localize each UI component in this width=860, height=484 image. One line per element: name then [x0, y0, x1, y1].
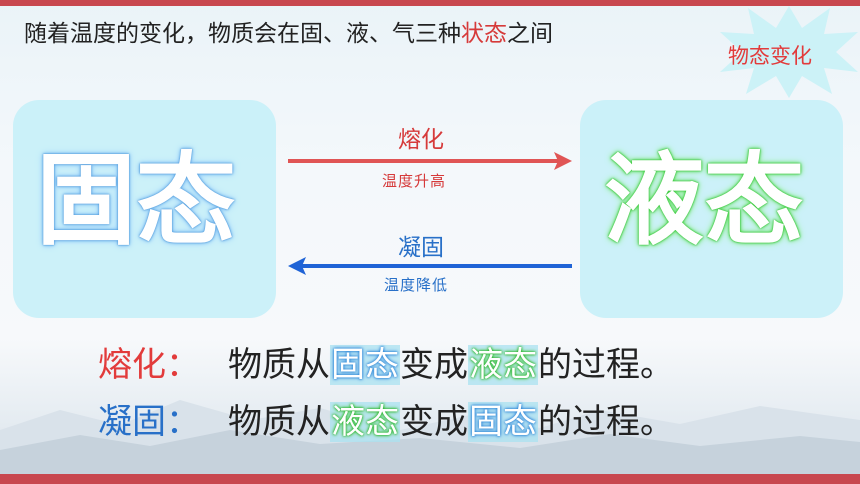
definition-from-state: 固态 — [330, 345, 400, 385]
transition-arrows — [288, 152, 572, 275]
intro-sentence: 随着温度的变化，物质会在固、液、气三种状态之间 — [24, 21, 553, 47]
freezing-definition: 凝固：物质从液态变成固态的过程。 — [98, 402, 674, 442]
badge-label: 物态变化 — [728, 44, 812, 68]
definition-to-state: 固态 — [468, 402, 538, 442]
definition-term: 熔化： — [98, 345, 200, 385]
melting-label: 熔化 — [398, 127, 444, 153]
freezing-label: 凝固 — [398, 235, 444, 261]
intro-highlight: 状态 — [461, 21, 507, 47]
solid-state-label: 固态 — [36, 141, 236, 259]
melting-definition: 熔化：物质从固态变成液态的过程。 — [98, 345, 674, 385]
definition-from-state: 液态 — [330, 402, 400, 442]
liquid-state-box — [580, 100, 843, 318]
definition-term: 凝固： — [98, 402, 200, 442]
top-accent-bar — [0, 0, 860, 6]
melting-arrow-head — [554, 152, 572, 170]
definition-to-state: 液态 — [468, 345, 538, 385]
melting-condition: 温度升高 — [382, 172, 447, 190]
bottom-accent-bar — [0, 474, 860, 484]
freezing-condition: 温度降低 — [384, 276, 449, 294]
mountain-background — [0, 400, 860, 474]
liquid-state-label: 液态 — [604, 141, 804, 259]
solid-state-box — [13, 100, 276, 318]
freezing-arrow-head — [288, 257, 306, 275]
starburst-badge — [720, 6, 858, 98]
